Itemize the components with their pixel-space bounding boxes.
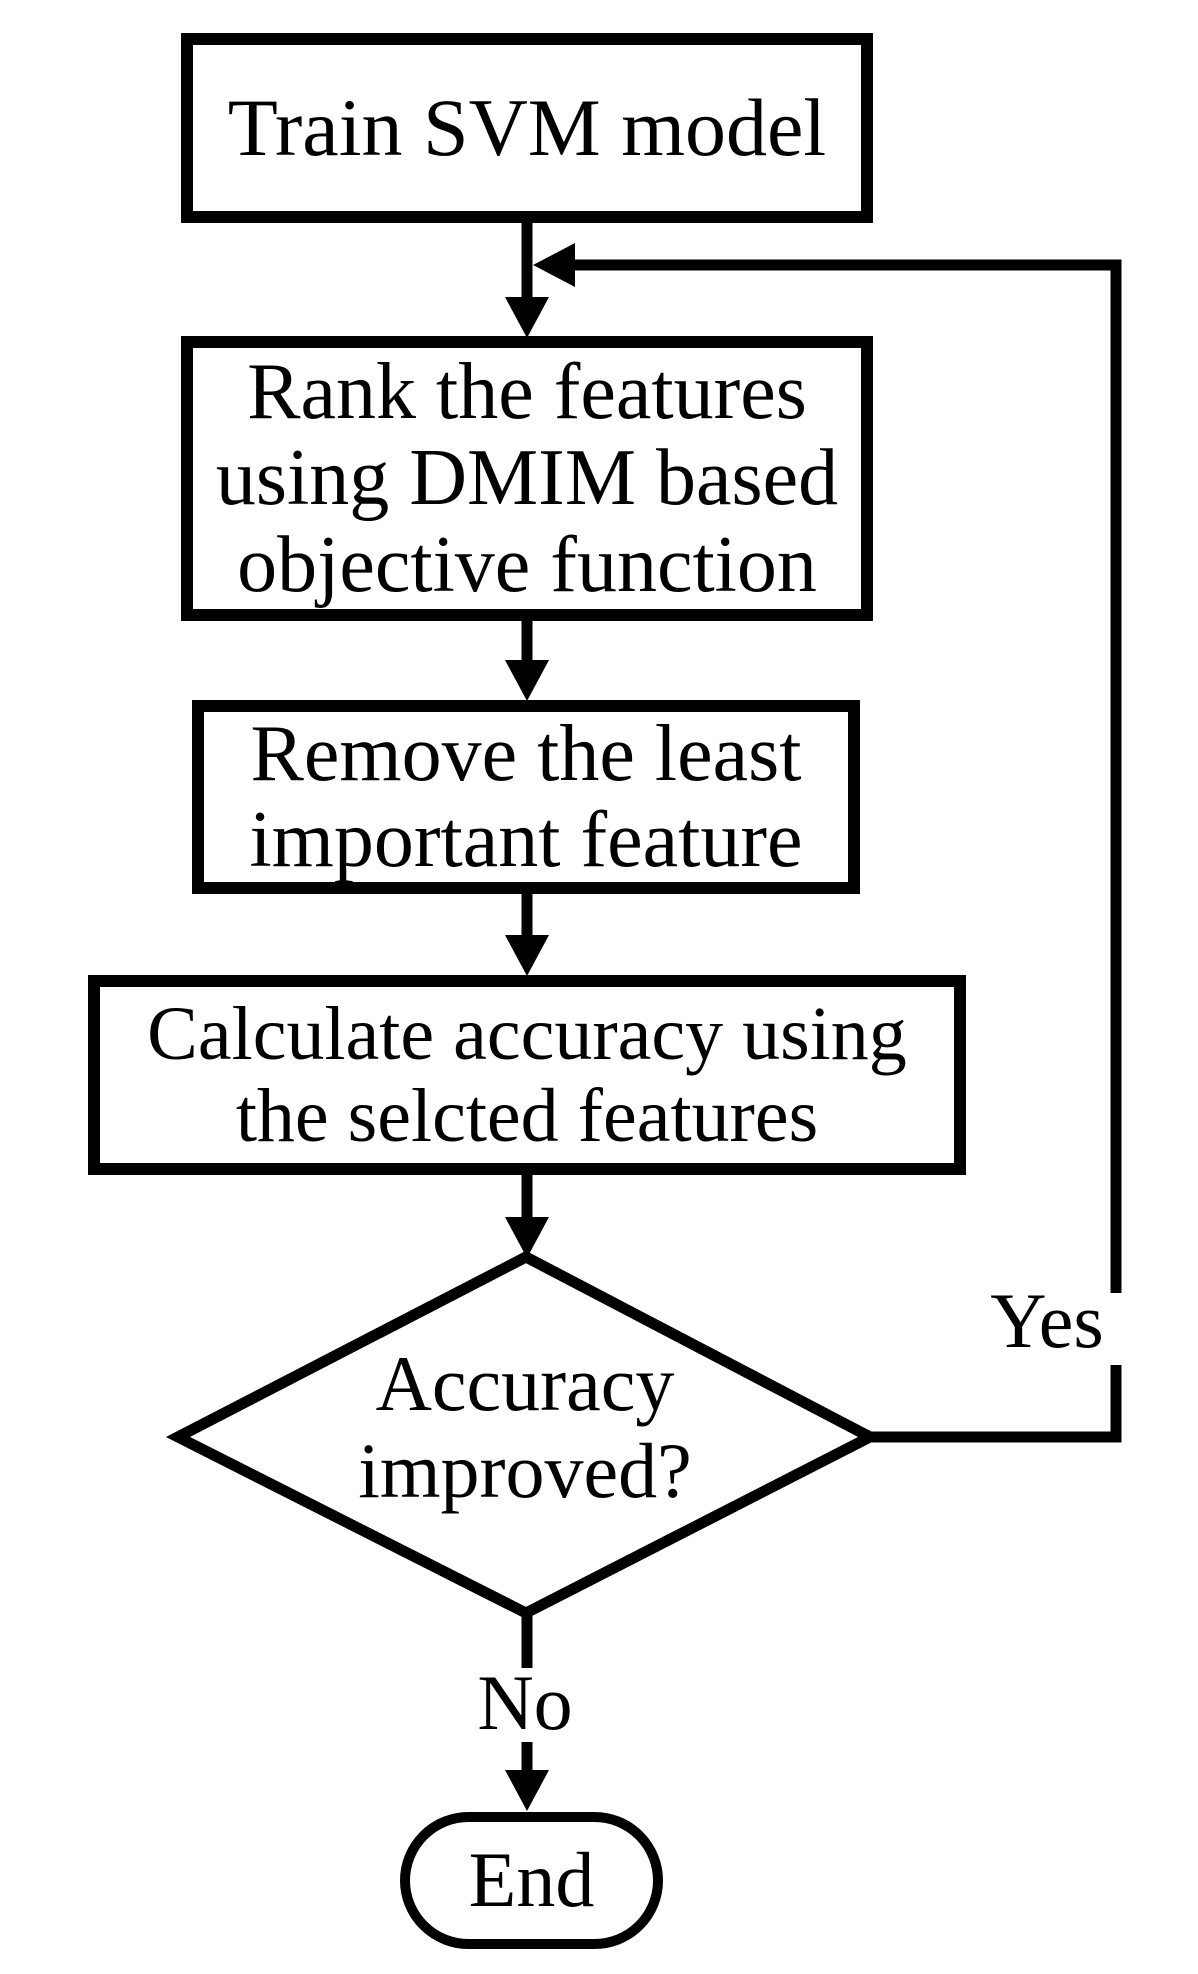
- node-calculate-line-1: Calculate accuracy using: [147, 991, 907, 1076]
- node-end-terminator: End: [400, 1812, 663, 1949]
- node-decision-line-1: Accuracy: [375, 1340, 675, 1427]
- node-remove-feature: Remove the least important feature: [192, 700, 860, 894]
- arrowhead-down-into-rank: [505, 297, 549, 338]
- edge-yes-loop-lower: [870, 1365, 1122, 1443]
- edge-label-no: No: [477, 1659, 573, 1746]
- arrowhead-down-into-remove: [505, 660, 549, 701]
- node-remove-line-2: important feature: [249, 796, 803, 884]
- node-end-label: End: [468, 1836, 595, 1924]
- arrowhead-down-into-decision: [505, 1217, 549, 1258]
- edge-yes-loop-upper: [556, 259, 1122, 1293]
- node-train-label: Train SVM model: [227, 81, 827, 173]
- node-remove-line-1: Remove the least: [250, 709, 802, 798]
- node-calculate-line-2: the selcted features: [235, 1074, 819, 1158]
- arrowhead-left-loop-merge: [533, 243, 575, 287]
- node-decision-line-2: improved?: [358, 1427, 692, 1515]
- node-calculate-accuracy: Calculate accuracy using the selcted fea…: [88, 975, 966, 1175]
- node-rank-line-1: Rank the features: [247, 347, 807, 436]
- node-decision-accuracy-improved: Accuracy improved?: [225, 1340, 825, 1515]
- node-rank-features: Rank the features using DMIM based objec…: [181, 336, 873, 621]
- node-rank-line-3: objective function: [237, 520, 817, 609]
- arrowhead-down-into-end: [505, 1770, 549, 1811]
- edge-label-yes: Yes: [990, 1277, 1104, 1364]
- node-train-svm-model: Train SVM model: [181, 33, 873, 223]
- arrowhead-down-into-calculate: [505, 935, 549, 976]
- node-rank-line-2: using DMIM based: [215, 434, 839, 523]
